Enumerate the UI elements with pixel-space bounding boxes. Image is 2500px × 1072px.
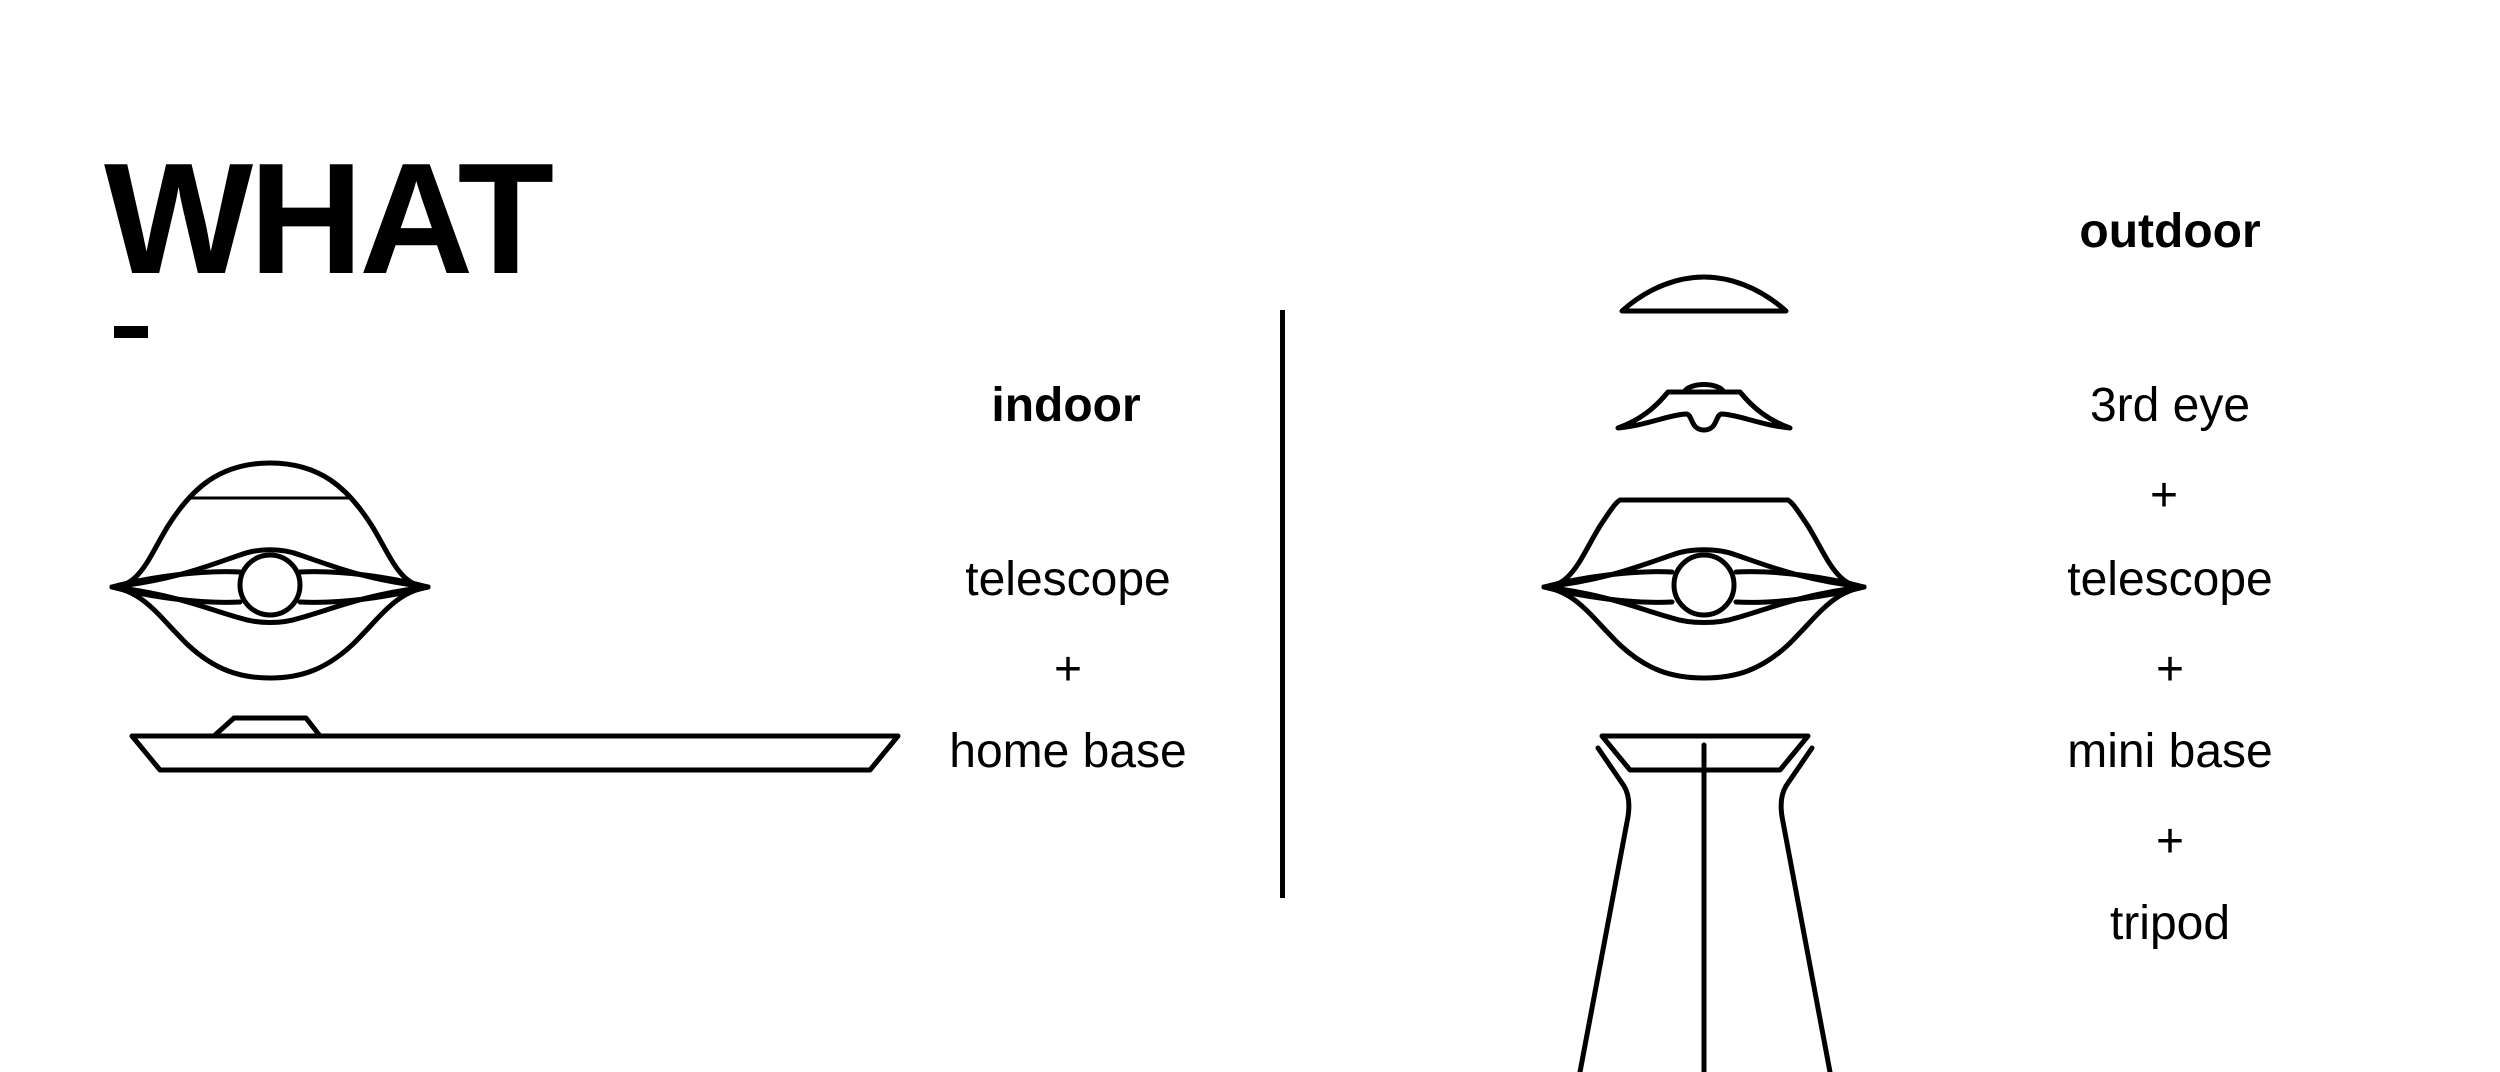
indoor-telescope-outline [109, 460, 431, 681]
indoor-plus: + [1053, 643, 1083, 696]
indoor-telescope-illustration [109, 460, 431, 681]
indoor-telescope-lens-icon [237, 552, 303, 618]
outdoor-telescope-wing-top-l [1541, 569, 1675, 590]
indoor-heading: indoor [991, 379, 1141, 432]
outdoor-item-telescope: telescope [2067, 553, 2273, 606]
outdoor-telescope-lens-icon [1671, 552, 1737, 618]
indoor-telescope-wing-top-r [297, 569, 431, 590]
outdoor-item-3rd-eye: 3rd eye [2089, 379, 2251, 432]
outdoor-3rd-eye-cap [1615, 389, 1793, 433]
title-dash [114, 326, 148, 338]
outdoor-3rd-eye-dome [1619, 274, 1789, 314]
outdoor-plus-3: + [2155, 815, 2185, 868]
page-title: WHAT [104, 131, 554, 307]
outdoor-telescope-illustration [1541, 497, 1867, 681]
outdoor-tripod-leg-left [1577, 745, 1632, 1072]
indoor-home-base-dock [211, 715, 323, 739]
outdoor-heading: outdoor [2079, 205, 2261, 258]
outdoor-telescope-wing-bottom-r [1733, 584, 1867, 605]
section-divider [1280, 310, 1285, 898]
outdoor-item-mini-base: mini base [2067, 725, 2273, 778]
outdoor-3rd-eye-knob [1681, 382, 1727, 395]
outdoor-mini-base-tripod-illustration [1577, 733, 1833, 1072]
outdoor-telescope-wing-bottom-l [1541, 584, 1675, 605]
outdoor-plus-2: + [2155, 643, 2185, 696]
outdoor-tripod-leg-right [1778, 745, 1833, 1072]
indoor-item-telescope: telescope [965, 553, 1171, 606]
indoor-telescope-wing-top [109, 569, 243, 590]
indoor-home-base-illustration [129, 715, 901, 773]
outdoor-mini-base [1599, 733, 1811, 773]
indoor-telescope-wing-bottom-r [297, 584, 431, 605]
indoor-item-home-base: home base [949, 725, 1187, 778]
indoor-telescope-wing-bottom [109, 584, 243, 605]
outdoor-telescope-outline [1541, 497, 1867, 681]
outdoor-plus-1: + [2149, 469, 2179, 522]
outdoor-telescope-wing-top-r [1733, 569, 1867, 590]
outdoor-3rd-eye-illustration [1615, 274, 1793, 433]
indoor-home-base-tray [129, 733, 901, 773]
outdoor-item-tripod: tripod [2109, 897, 2231, 950]
